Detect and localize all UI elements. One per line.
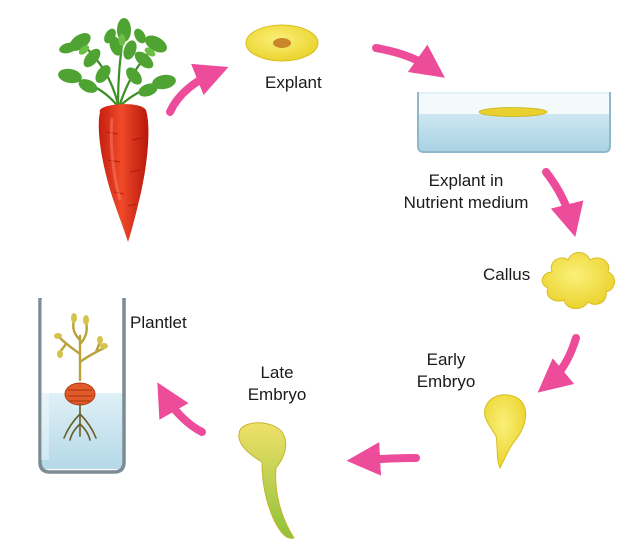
late-embryo-image: [238, 422, 295, 539]
label-explant-in-medium-line1: Explant in: [428, 171, 504, 190]
label-late-embryo-line2: Embryo: [247, 385, 307, 404]
test-tube-plantlet-image: [38, 298, 126, 474]
label-explant: Explant: [265, 73, 322, 92]
cycle-arrows: [157, 44, 584, 476]
carrot-image: [58, 18, 176, 242]
callus-image: [541, 252, 615, 309]
label-callus: Callus: [483, 265, 531, 284]
arrow-callus-to-early-embryo: [537, 334, 580, 393]
label-early-embryo-line1: Early: [426, 350, 466, 369]
early-embryo-image: [484, 394, 527, 470]
label-late-embryo-line1: Late: [260, 363, 294, 382]
explant-disc-image: [245, 24, 319, 62]
arrow-late-embryo-to-plantlet: [157, 382, 206, 436]
arrow-early-to-late-embryo: [346, 442, 420, 476]
label-early-embryo-line2: Embryo: [416, 372, 476, 391]
petri-dish-image: [417, 92, 611, 153]
label-early-embryo: Early Embryo: [408, 349, 484, 393]
arrow-carrot-to-explant: [166, 63, 229, 116]
label-plantlet: Plantlet: [130, 313, 187, 332]
arrow-dish-to-callus: [542, 168, 584, 238]
label-late-embryo: Late Embryo: [239, 362, 315, 406]
label-explant-in-medium: Explant in Nutrient medium: [376, 170, 556, 214]
arrow-explant-to-dish: [372, 44, 445, 78]
label-explant-in-medium-line2: Nutrient medium: [403, 193, 529, 212]
